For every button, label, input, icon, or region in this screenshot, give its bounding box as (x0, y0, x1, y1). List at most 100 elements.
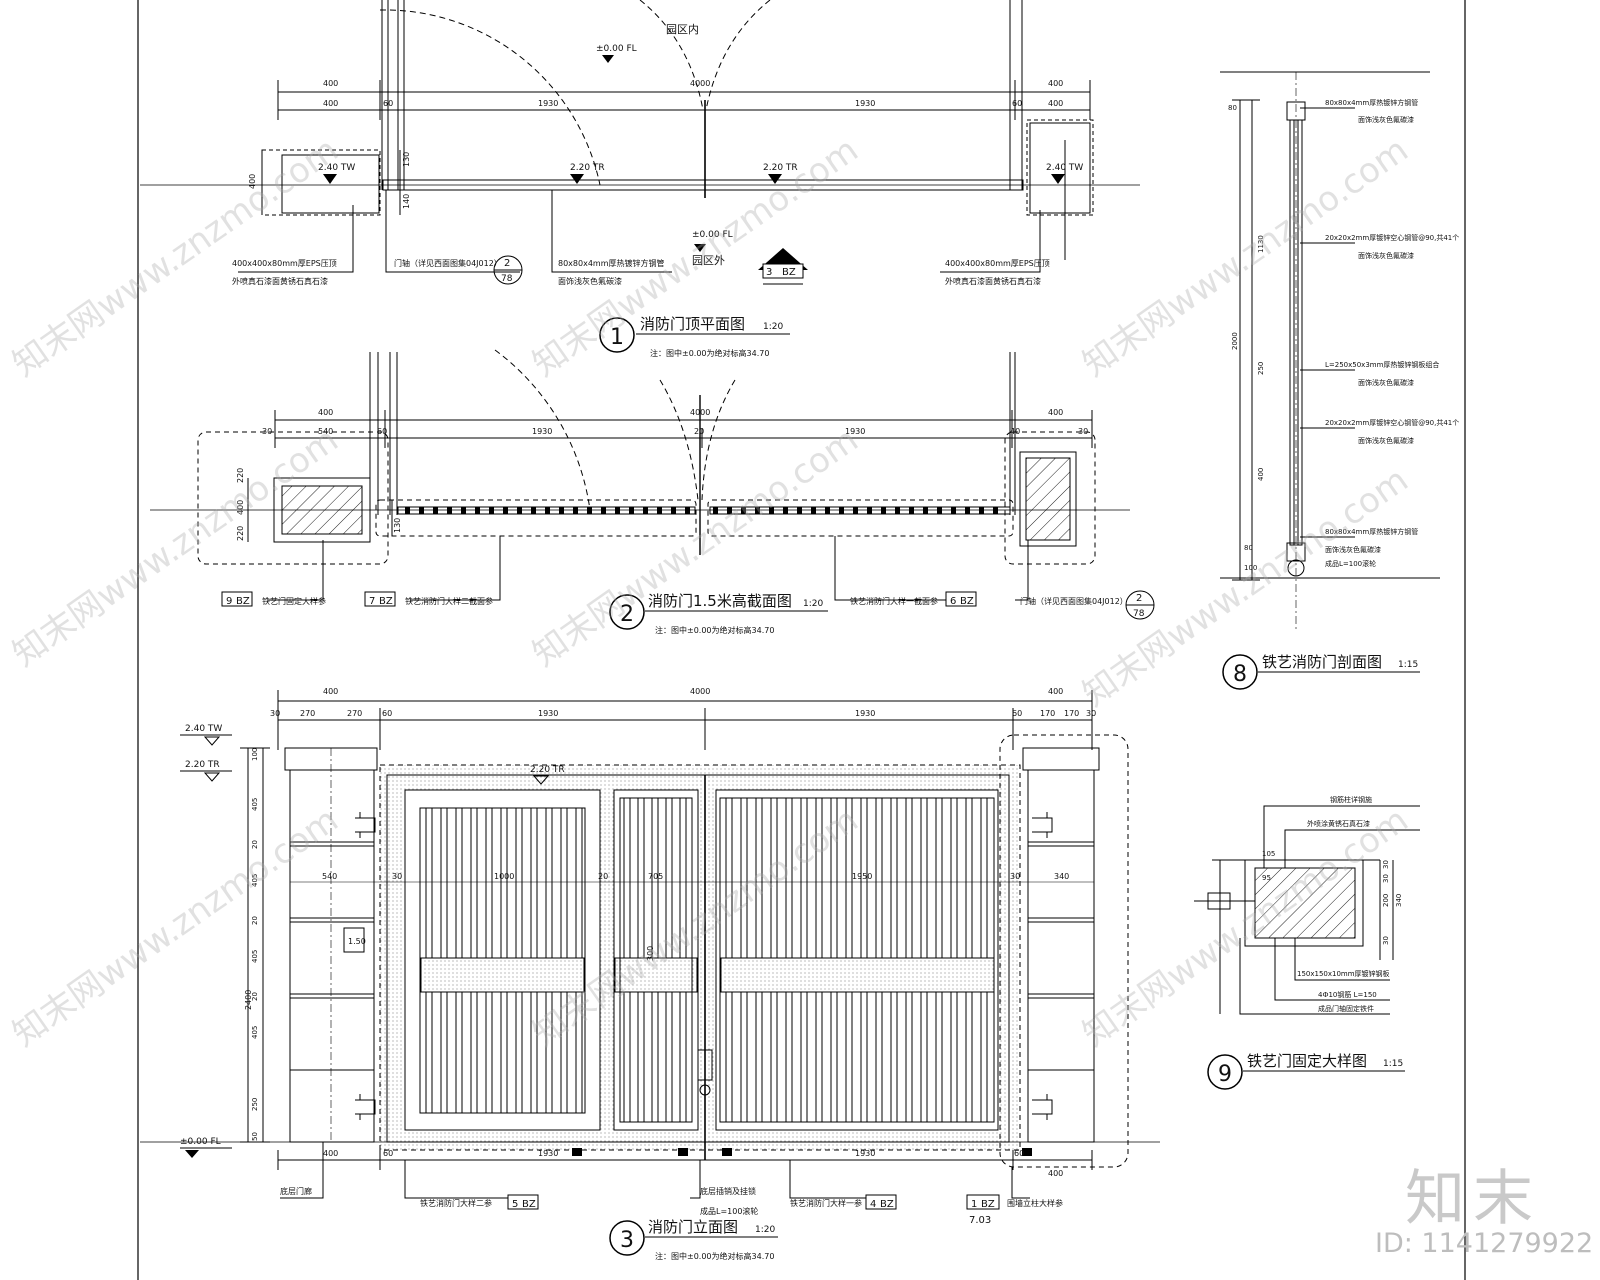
left-leaf-lower-picket (500, 991, 508, 1114)
elev-tw-label: 2.40 TW (185, 724, 222, 734)
section-baluster (769, 507, 774, 514)
right-leaf-upper-picket (845, 797, 853, 959)
right-leaf-lower-picket (905, 991, 913, 1123)
title-8-scale: 1:15 (1398, 660, 1418, 670)
section-baluster (601, 507, 606, 514)
right-leaf-lower-picket (920, 991, 928, 1123)
elev-dim-top2-2: 270 (347, 709, 362, 718)
plan-dim-mid-0: 400 (323, 99, 338, 108)
elev-dim-v-2: 20 (251, 840, 259, 849)
section-mark-number: 3 (766, 267, 772, 278)
elev-dim-top1-1: 4000 (690, 687, 710, 696)
sec-dim-mid-2: 60 (377, 427, 387, 436)
plan-note-right: 400x400x80mm厚EPS压顶 (945, 259, 1050, 268)
det9-dim-right-2: 200 (1382, 894, 1390, 907)
plan-dim-top-right: 400 (1048, 79, 1063, 88)
det9-dim-right-1: 30 (1382, 874, 1390, 883)
callout-6-code: BZ (960, 596, 974, 607)
mid-leaf-upper-picket (679, 797, 687, 959)
det9-dim-left-0: 105 (1262, 850, 1275, 858)
elev-dim-v-3: 405 (251, 874, 259, 887)
elev-callout-4-text: 围墙立柱大样参 (1007, 1198, 1063, 1208)
title-1-circle (599, 317, 635, 353)
right-leaf-upper-picket (740, 797, 748, 959)
mid-leaf-upper-picket (637, 797, 645, 959)
mid-leaf-upper-picket (623, 797, 631, 959)
elev-dim-top2-3: 60 (382, 709, 392, 718)
plan-note-left: 400x400x80mm厚EPS压顶 (232, 259, 337, 268)
right-leaf-lower-picket (830, 991, 838, 1123)
door-swing-arc-left (379, 9, 601, 186)
sec-dim-mid-1: 540 (318, 427, 333, 436)
elev-dim-top2-6: 60 (1012, 709, 1022, 718)
roller-1 (572, 1148, 582, 1156)
ref-bubble-plan-top: 2 (504, 258, 510, 269)
section-baluster (797, 507, 802, 514)
gate-lock (697, 1049, 713, 1081)
elev-callout-1-code: BZ (522, 1199, 536, 1210)
door-swing-arc-mid-right (705, 0, 771, 111)
door-swing-arc-mid-left (639, 0, 704, 111)
right-leaf-lower-picket (740, 991, 748, 1123)
mid-leaf-lower-picket (679, 991, 687, 1123)
right-leaf-lower-picket (965, 991, 973, 1123)
elev-callout-3-text: 铁艺消防门大样一参 (790, 1198, 862, 1208)
left-leaf-upper-picket (545, 807, 553, 959)
title-8-text: 铁艺消防门剖面图 (1262, 653, 1382, 671)
section-baluster (405, 507, 410, 514)
sec8-dim-3: 250 (1257, 362, 1265, 375)
left-leaf-upper-picket (440, 807, 448, 959)
title-3-text: 消防门立面图 (648, 1218, 738, 1236)
section-baluster (685, 507, 690, 514)
ref-bubble-section-top: 2 (1136, 593, 1142, 604)
title-2-scale: 1:20 (803, 599, 823, 609)
det9-note-2: 150x150x10mm厚镀锌钢板 (1297, 969, 1390, 978)
elev-dim-top2-5: 1930 (855, 709, 875, 718)
sec8-note-4: L=250x50x3mm厚热镀锌钢板组合 (1325, 360, 1439, 369)
plan-dim-mid-2: 1930 (538, 99, 558, 108)
section-baluster (419, 507, 424, 514)
section-baluster (937, 507, 942, 514)
drawing-9-detail (1194, 805, 1420, 1015)
sec8-note-10: 成品L=100滚轮 (1325, 559, 1376, 568)
elev-callout-3-number: 4 (870, 1199, 876, 1210)
sec-dim-mid-5: 1930 (845, 427, 865, 436)
left-leaf-lower-picket (440, 991, 448, 1114)
sec-door-note: 门轴（详见西面图集04J012） (1020, 596, 1128, 606)
plan-inside-label: 园区内 (666, 22, 699, 36)
sec-dim-mid-3: 1930 (532, 427, 552, 436)
sec-dim-mid-4: 20 (694, 427, 704, 436)
right-leaf-upper-picket (935, 797, 943, 959)
mid-leaf-lower-picket (623, 991, 631, 1123)
sec8-dim-2: 2000 (1231, 332, 1239, 350)
left-leaf-upper-picket (500, 807, 508, 959)
level-marker-fl-bottom (694, 244, 706, 252)
title-9-scale: 1:15 (1383, 1059, 1403, 1069)
section-baluster (587, 507, 592, 514)
title-1-text: 消防门顶平面图 (640, 315, 745, 333)
elevation-pickets (425, 797, 988, 1123)
section-baluster (671, 507, 676, 514)
right-leaf-upper-picket (725, 797, 733, 959)
elev-callout-4-box (966, 1194, 1000, 1210)
section-baluster (545, 507, 550, 514)
section-baluster (755, 507, 760, 514)
right-leaf-lower-picket (800, 991, 808, 1123)
title-1-number: 1 (610, 325, 624, 350)
callout-9-text: 铁艺门固定大样参 (262, 596, 326, 606)
plan-dim-top-mid: 4000 (690, 79, 710, 88)
left-leaf-upper-picket (515, 807, 523, 959)
det9-note-3: 4Ф10钢筋 L=150 (1318, 990, 1377, 999)
level-marker-tr-left (570, 174, 584, 184)
roller-3 (722, 1148, 732, 1156)
elev-dim-v-7: 405 (251, 1026, 259, 1039)
left-leaf-lower-picket (485, 991, 493, 1114)
elev-dim-bot-0: 400 (323, 1149, 338, 1158)
right-leaf-lower-picket (860, 991, 868, 1123)
elev-inner-5: 1950 (852, 872, 872, 881)
title-9-number: 9 (1218, 1062, 1232, 1087)
right-leaf-lower-picket (755, 991, 763, 1123)
elev-dim-bot-4: 60 (1014, 1149, 1024, 1158)
elev-inner-1: 30 (392, 872, 402, 881)
elev-callout-1-text: 铁艺消防门大样二参 (420, 1198, 492, 1208)
